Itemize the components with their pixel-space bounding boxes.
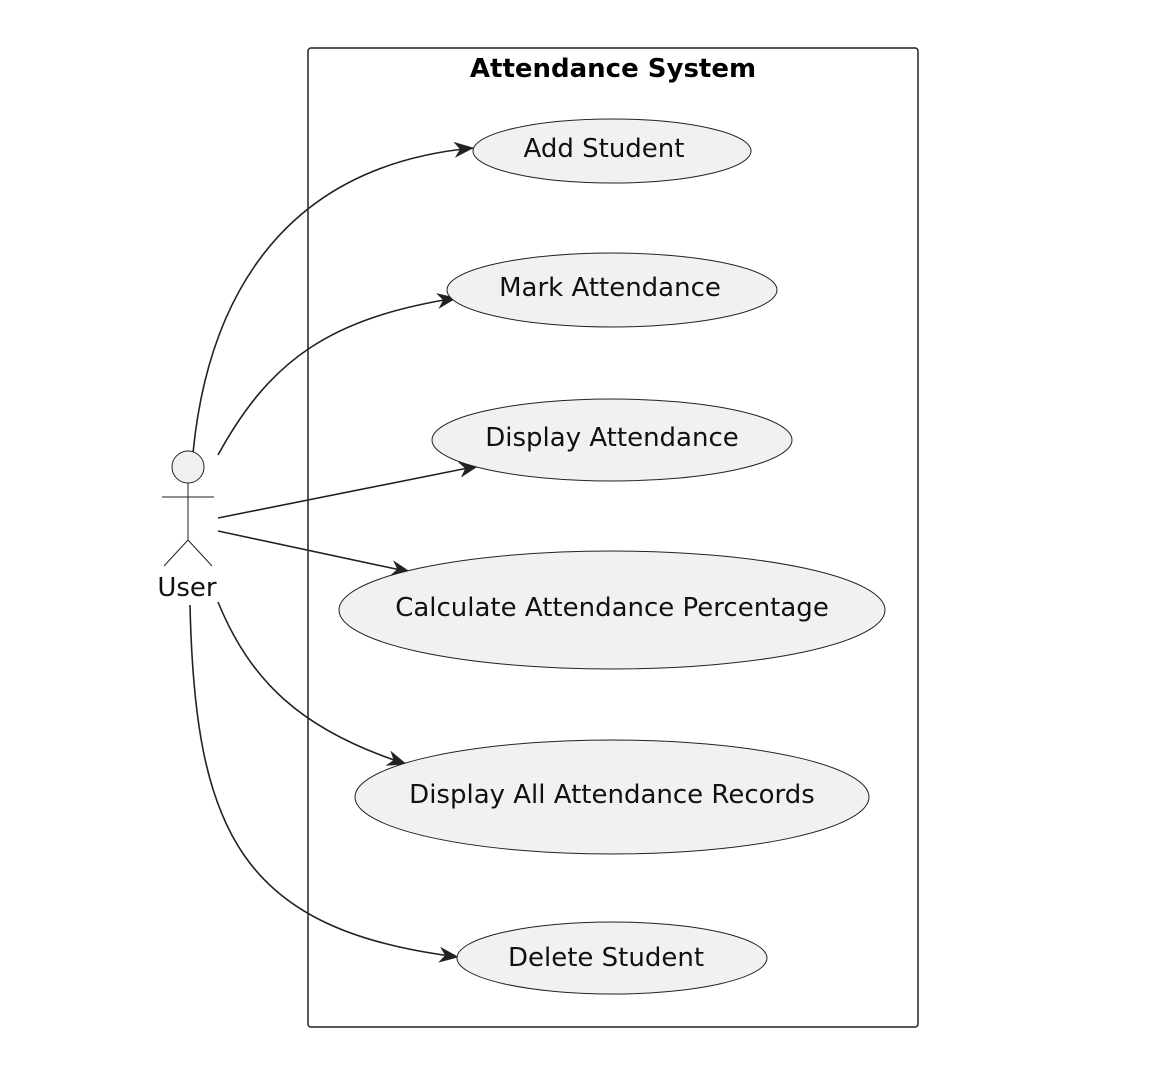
use-case-ellipse — [446, 252, 778, 328]
system-boundary-box — [307, 47, 919, 1028]
use-case-ellipse — [431, 398, 793, 482]
association-add-student — [192, 141, 474, 454]
stick-figure-actor-icon — [162, 450, 214, 567]
use-case-ellipse — [472, 118, 752, 184]
actor-head — [171, 450, 205, 484]
association-display-all-attendance-records — [217, 601, 407, 766]
use-case-mark-attendance[interactable]: Mark Attendance — [446, 252, 778, 328]
actor-label: User — [157, 573, 217, 603]
actor-right-leg — [187, 539, 213, 567]
system-title: Attendance System — [470, 54, 756, 84]
system-boundary: Attendance System — [307, 47, 919, 1028]
association-delete-student — [189, 604, 459, 963]
use-case-display-all-attendance-records[interactable]: Display All Attendance Records — [354, 739, 870, 855]
association-mark-attendance — [217, 293, 457, 456]
use-case-add-student[interactable]: Add Student — [472, 118, 752, 184]
actor-left-leg — [163, 539, 189, 567]
association-display-attendance — [217, 461, 479, 519]
use-case-label: Display Attendance — [485, 423, 739, 453]
use-case-label: Calculate Attendance Percentage — [395, 593, 829, 623]
use-case-label: Delete Student — [508, 943, 704, 973]
use-case-label: Add Student — [524, 134, 685, 164]
associations — [189, 141, 479, 963]
use-case-display-attendance[interactable]: Display Attendance — [431, 398, 793, 482]
use-case-ellipse — [456, 921, 768, 995]
use-case-label: Display All Attendance Records — [409, 780, 815, 810]
association-calculate-attendance-percentage — [217, 530, 411, 576]
use-case-ellipse — [338, 550, 886, 670]
actor-user[interactable]: User — [157, 450, 217, 603]
use-case-label: Mark Attendance — [499, 273, 721, 303]
use-case-ellipse — [354, 739, 870, 855]
use-case-calculate-attendance-percentage[interactable]: Calculate Attendance Percentage — [338, 550, 886, 670]
use-case-delete-student[interactable]: Delete Student — [456, 921, 768, 995]
